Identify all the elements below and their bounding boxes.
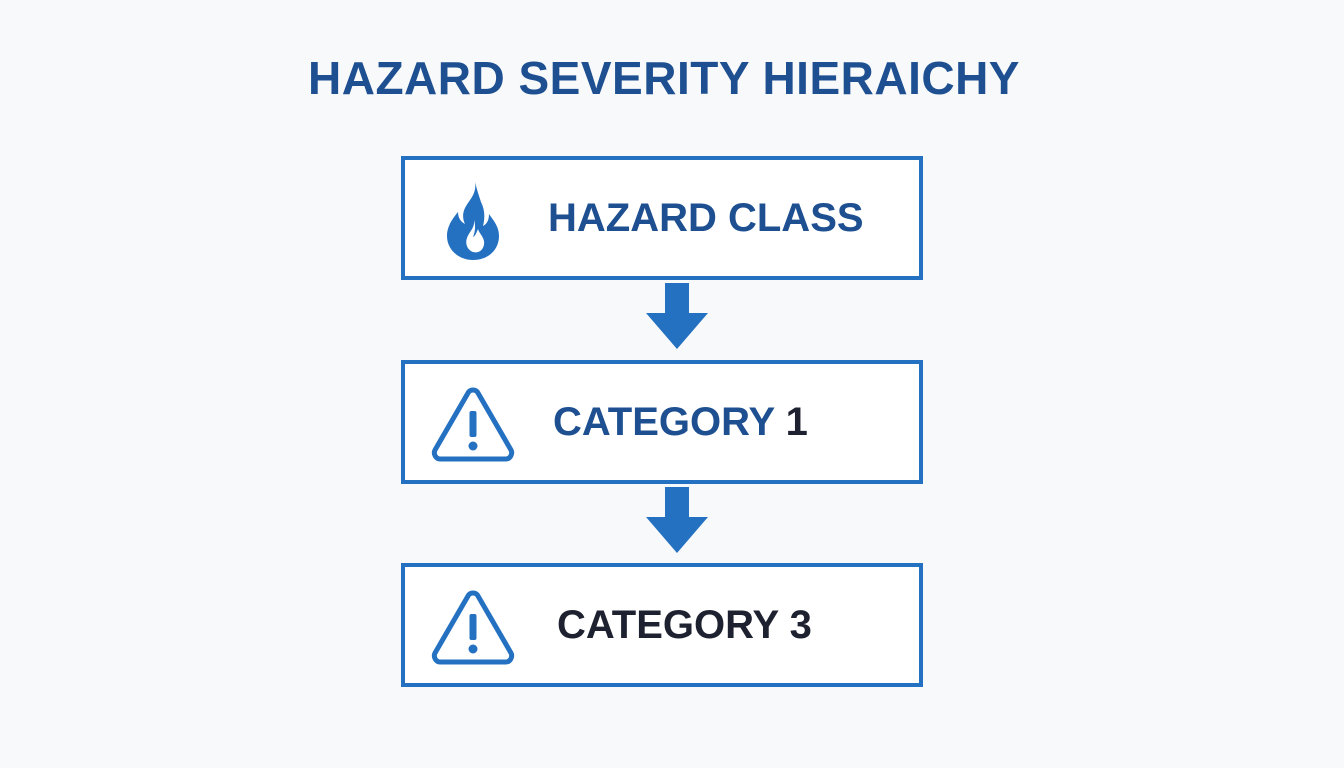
hazard-class-label: HAZARD CLASS xyxy=(548,196,864,240)
hazard-class-box: HAZARD CLASS xyxy=(401,156,923,280)
warning-triangle-icon xyxy=(431,590,515,665)
down-arrow-icon xyxy=(646,283,708,349)
diagram-title: HAZARD SEVERITY HIERAICHY xyxy=(308,52,1020,104)
category-1-label: CATEGORY 1 xyxy=(553,364,808,480)
category-3-label: CATEGORY 3 xyxy=(557,603,812,647)
warning-triangle-icon xyxy=(431,387,515,462)
category-1-box: CATEGORY 1 xyxy=(401,360,923,484)
category-3-box: CATEGORY 3 xyxy=(401,563,923,687)
flame-icon xyxy=(447,182,499,260)
category-1-number: 1 xyxy=(785,400,808,444)
category-1-word: CATEGORY xyxy=(553,400,775,444)
down-arrow-icon xyxy=(646,487,708,553)
